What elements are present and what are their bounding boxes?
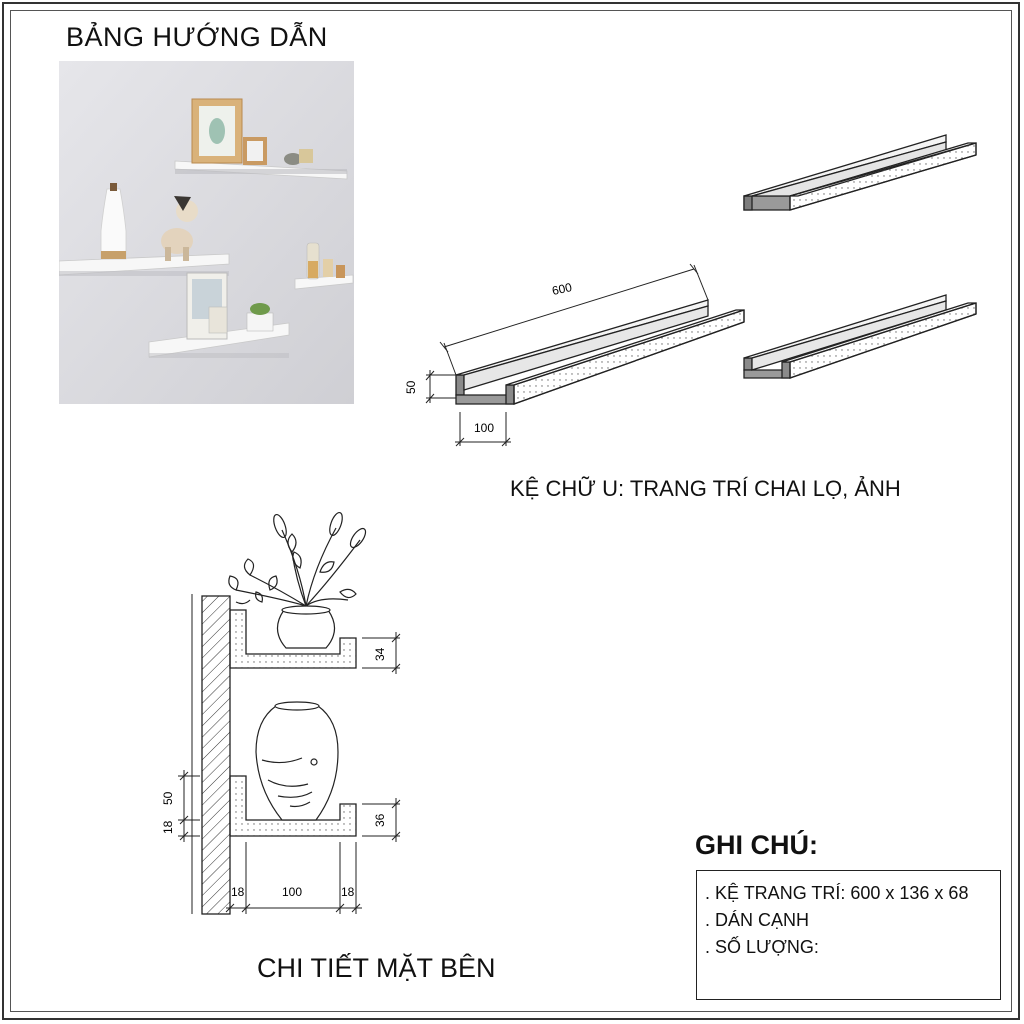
note-item: . KỆ TRANG TRÍ: 600 x 136 x 68	[705, 883, 969, 903]
side-shelf-bottom	[229, 775, 357, 837]
notes-box: . KỆ TRANG TRÍ: 600 x 136 x 68 . DÁN CẠN…	[696, 870, 1001, 1000]
vase-sketch	[255, 701, 339, 821]
potted-plant-sketch	[228, 511, 367, 649]
dim-bottom-lip-label: 36	[373, 813, 387, 827]
wall-section	[191, 594, 231, 915]
note-item: . DÁN CẠNH	[705, 910, 810, 930]
u-shelf-dimensioned	[455, 299, 745, 405]
dim-wall-18-label: 18	[161, 820, 175, 834]
side-view-caption: CHI TIẾT MẶT BÊN	[257, 953, 496, 983]
dim-depth-label: 100	[474, 421, 494, 435]
dim-wall-50-label: 50	[161, 791, 175, 805]
dim-height-label: 50	[404, 380, 418, 394]
dim-top-lip-label: 34	[373, 647, 387, 661]
u-shelf-bottom-right	[743, 294, 977, 379]
dim-length-label: 600	[551, 280, 574, 298]
dim-right-18-label: 18	[341, 885, 355, 899]
dim-width-100-label: 100	[282, 885, 302, 899]
inner-frame	[10, 10, 1012, 1012]
u-shelf-caption: KỆ CHỮ U: TRANG TRÍ CHAI LỌ, ẢNH	[510, 476, 901, 501]
u-shelf-top-right	[743, 134, 977, 211]
product-photo	[59, 61, 354, 404]
dimension-lines-side	[178, 632, 401, 914]
page-title: BẢNG HƯỚNG DẪN	[66, 22, 328, 52]
dimension-lines-3d	[425, 263, 709, 447]
side-shelf-top	[229, 609, 357, 669]
notes-title: GHI CHÚ:	[695, 830, 818, 860]
note-item: . SỐ LƯỢNG:	[705, 937, 819, 957]
dim-left-18-label: 18	[231, 885, 245, 899]
